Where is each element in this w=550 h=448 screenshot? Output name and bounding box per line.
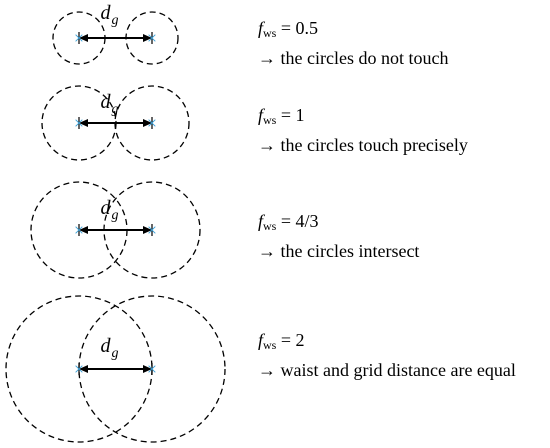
f-symbol: f: [258, 18, 264, 38]
row-4-figure: × × dg: [5, 295, 226, 443]
distance-subscript: g: [112, 13, 119, 28]
row-4-label: fws = 2 → waist and grid distance are eq…: [258, 329, 516, 381]
equals-sign: =: [280, 18, 292, 38]
f-symbol: f: [258, 211, 264, 231]
row-4-description: → waist and grid distance are equal: [258, 359, 516, 381]
f-symbol: f: [258, 105, 264, 125]
row-4-ratio: fws = 2: [258, 329, 516, 356]
arrowhead-right: [143, 34, 152, 42]
right-circle: [114, 85, 190, 161]
description-text: the circles do not touch: [280, 48, 449, 68]
left-center-marker: ×: [74, 113, 84, 133]
ws-subscript: ws: [263, 26, 277, 40]
row-2-label: fws = 1 → the circles touch precisely: [258, 104, 468, 156]
row-3-label: fws = 4/3 → the circles intersect: [258, 210, 419, 262]
row-1-figure: × × dg: [52, 2, 179, 65]
ratio-value: 0.5: [295, 18, 319, 38]
row-1-description: → the circles do not touch: [258, 47, 448, 69]
ratio-value: 4/3: [295, 211, 319, 231]
right-center-marker: ×: [147, 220, 157, 240]
arrow-icon: →: [258, 135, 276, 155]
row-1-ratio: fws = 0.5: [258, 17, 448, 44]
distance-label: dg: [101, 2, 119, 28]
left-center-marker: ×: [74, 359, 84, 379]
ws-subscript: ws: [263, 338, 277, 352]
equals-sign: =: [280, 211, 292, 231]
arrow-icon: →: [258, 360, 276, 380]
description-text: the circles touch precisely: [280, 135, 468, 155]
left-center-marker: ×: [74, 220, 84, 240]
row-2-description: → the circles touch precisely: [258, 134, 468, 156]
distance-label: dg: [101, 335, 119, 361]
ratio-value: 1: [295, 105, 305, 125]
right-center-marker: ×: [147, 28, 157, 48]
arrowhead-left: [79, 226, 88, 234]
arrow-icon: →: [258, 241, 276, 261]
equals-sign: =: [280, 105, 292, 125]
arrowhead-left: [79, 119, 88, 127]
right-circle: [78, 295, 226, 443]
row-2-ratio: fws = 1: [258, 104, 468, 131]
row-3-figure: × × dg: [30, 181, 201, 279]
ws-subscript: ws: [263, 113, 277, 127]
distance-label: dg: [101, 91, 119, 117]
right-center-marker: ×: [147, 359, 157, 379]
ws-subscript: ws: [263, 219, 277, 233]
arrowhead-right: [143, 365, 152, 373]
description-text: waist and grid distance are equal: [280, 360, 516, 380]
f-symbol: f: [258, 330, 264, 350]
arrow-icon: →: [258, 48, 276, 68]
distance-label: dg: [101, 197, 119, 223]
right-center-marker: ×: [147, 113, 157, 133]
distance-subscript: g: [112, 208, 119, 223]
left-center-marker: ×: [74, 28, 84, 48]
equals-sign: =: [280, 330, 292, 350]
distance-subscript: g: [112, 102, 119, 117]
arrowhead-left: [79, 34, 88, 42]
ratio-value: 2: [295, 330, 305, 350]
row-3-description: → the circles intersect: [258, 240, 419, 262]
arrowhead-left: [79, 365, 88, 373]
row-2-figure: × × dg: [41, 85, 190, 161]
description-text: the circles intersect: [280, 241, 420, 261]
distance-subscript: g: [112, 346, 119, 361]
row-1-label: fws = 0.5 → the circles do not touch: [258, 17, 448, 69]
arrowhead-right: [143, 226, 152, 234]
arrowhead-right: [143, 119, 152, 127]
row-3-ratio: fws = 4/3: [258, 210, 419, 237]
